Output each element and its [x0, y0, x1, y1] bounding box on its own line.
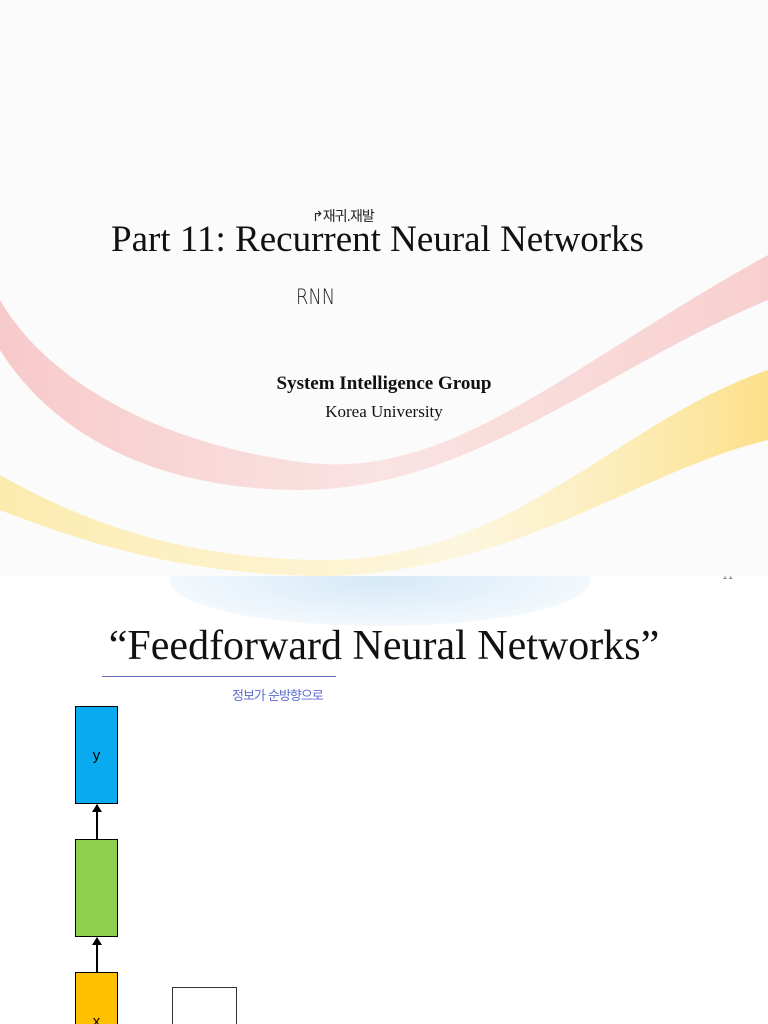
decorative-swoosh: [0, 255, 768, 576]
output-label: y: [92, 746, 101, 764]
handwritten-annotation: ↱재귀.재발: [312, 209, 375, 225]
page-corner-mark: 11: [722, 576, 734, 582]
slide-title: Part 11: Recurrent Neural Networks: [111, 219, 644, 260]
empty-diagram-box: [172, 987, 237, 1024]
header-glow: [170, 576, 590, 626]
input-label: x: [92, 1013, 101, 1024]
handwritten-rnn-note: RNN: [296, 285, 336, 309]
feedforward-slide: 11 “Feedforward Neural Networks” 정보가 순방향…: [0, 576, 768, 1024]
input-node-x: x: [75, 972, 118, 1024]
title-slide: Part 11: Recurrent Neural Networks ↱재귀.재…: [0, 209, 768, 576]
handwritten-annotation: 정보가 순방향으로: [232, 689, 324, 704]
title-underline: [102, 676, 336, 677]
up-arrow-icon: [92, 937, 102, 972]
university-name: Korea University: [325, 402, 443, 421]
slide-title: “Feedforward Neural Networks”: [108, 623, 660, 669]
hidden-node: [75, 839, 118, 937]
up-arrow-icon: [92, 804, 102, 839]
organization-name: System Intelligence Group: [276, 373, 492, 394]
output-node-y: y: [75, 706, 118, 804]
